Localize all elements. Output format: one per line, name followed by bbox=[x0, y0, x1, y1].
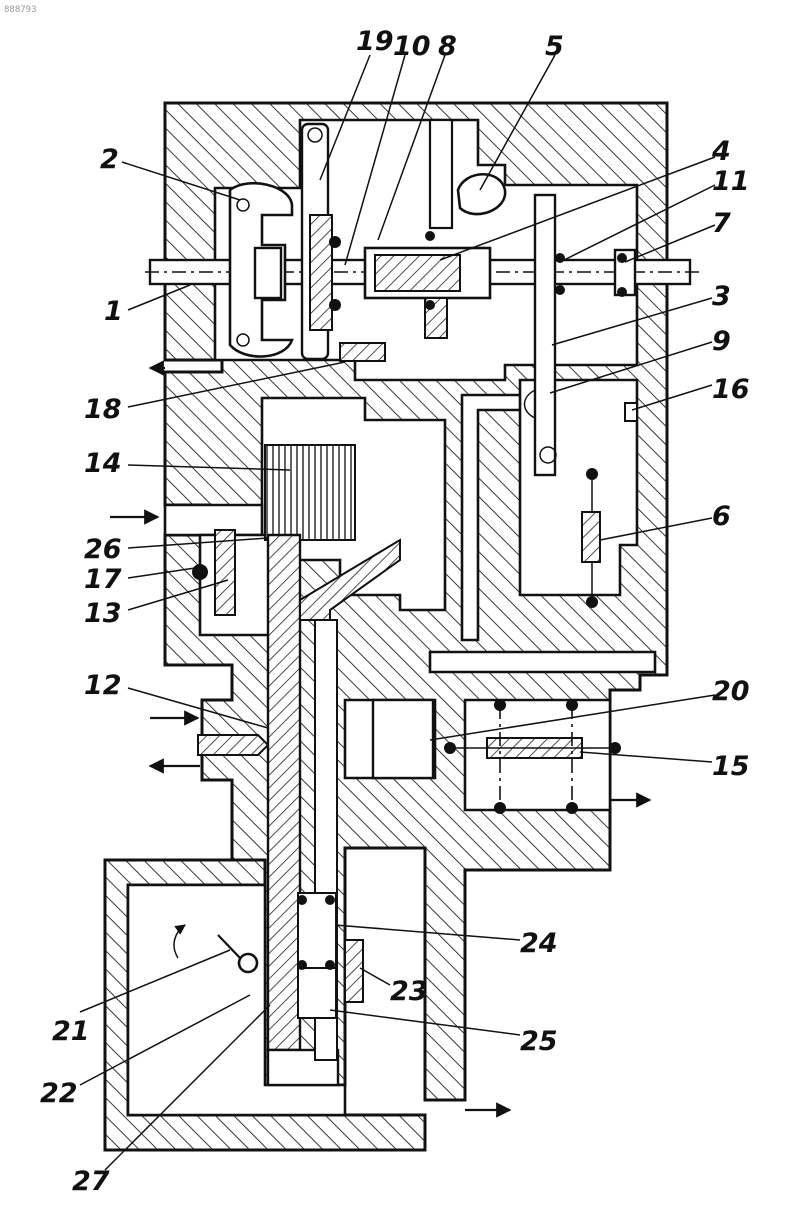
label-16: 16 bbox=[712, 374, 750, 405]
label-5: 5 bbox=[545, 31, 564, 62]
label-18: 18 bbox=[84, 394, 122, 425]
label-17: 17 bbox=[84, 564, 122, 595]
label-20: 20 bbox=[712, 676, 750, 707]
nozzle bbox=[198, 735, 268, 755]
label-10: 10 bbox=[393, 31, 431, 62]
label-3: 3 bbox=[712, 281, 731, 312]
label-4: 4 bbox=[711, 136, 731, 167]
comb-14 bbox=[265, 445, 355, 540]
label-27: 27 bbox=[72, 1166, 110, 1197]
label-25: 25 bbox=[520, 1026, 558, 1057]
label-13: 13 bbox=[84, 598, 122, 629]
label-6: 6 bbox=[712, 501, 731, 532]
scan-marking: 888793 bbox=[4, 5, 37, 15]
label-9: 9 bbox=[712, 326, 731, 357]
ring-13 bbox=[215, 530, 235, 615]
label-24: 24 bbox=[520, 928, 558, 959]
label-21: 21 bbox=[52, 1016, 90, 1047]
label-19: 19 bbox=[356, 26, 394, 57]
label-23: 23 bbox=[390, 976, 428, 1007]
label-11: 11 bbox=[712, 166, 750, 197]
label-8: 8 bbox=[438, 31, 457, 62]
label-15: 15 bbox=[712, 751, 750, 782]
label-26: 26 bbox=[84, 534, 122, 565]
label-12: 12 bbox=[84, 670, 122, 701]
label-7: 7 bbox=[712, 208, 731, 239]
label-1: 1 bbox=[104, 296, 123, 327]
plug-16 bbox=[625, 403, 637, 421]
label-22: 22 bbox=[40, 1078, 78, 1109]
label-14: 14 bbox=[84, 448, 122, 479]
label-2: 2 bbox=[100, 144, 119, 175]
stop-18 bbox=[340, 343, 385, 361]
